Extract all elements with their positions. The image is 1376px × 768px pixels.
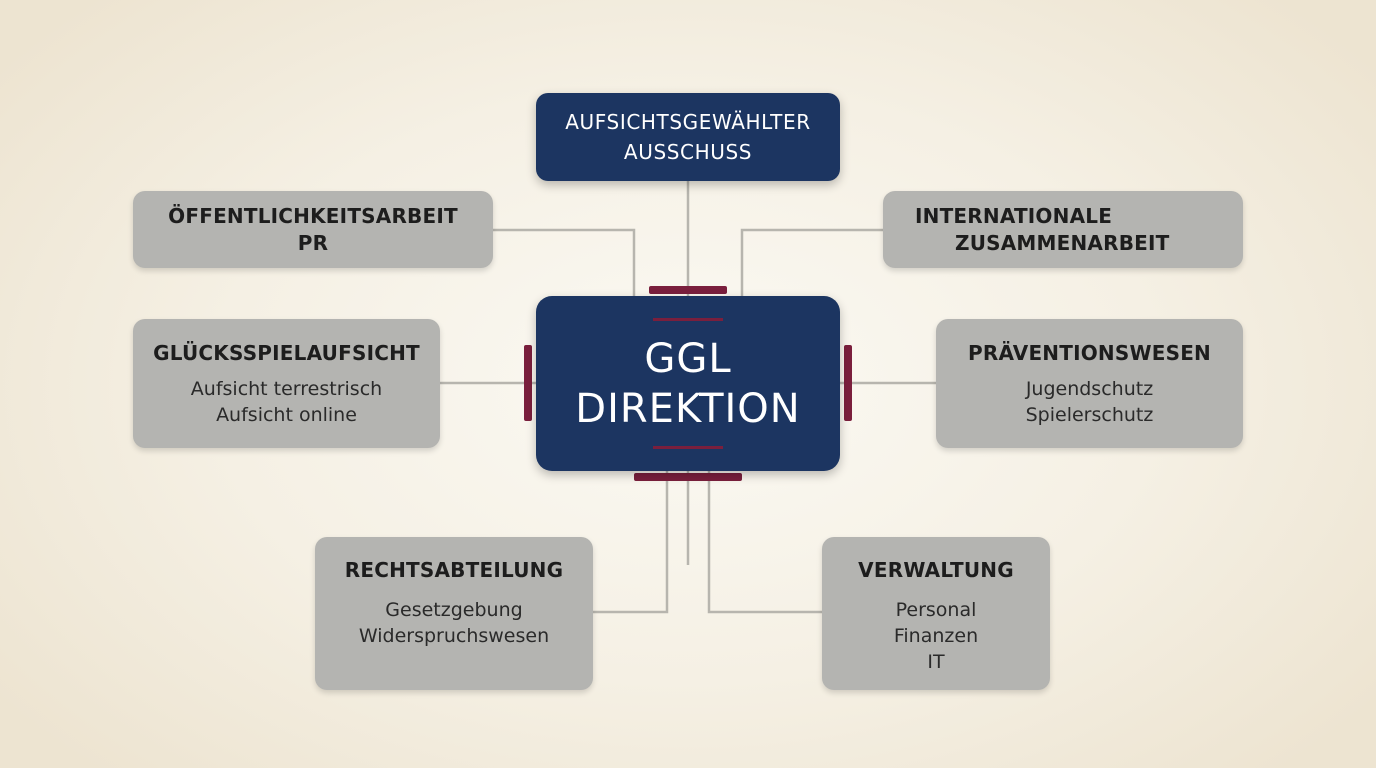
administration-title: VERWALTUNG — [858, 558, 1014, 582]
administration-list: Personal Finanzen IT — [894, 597, 978, 675]
gambling-supervision-title: GLÜCKSSPIELAUFSICHT — [153, 340, 420, 365]
box-ggl-direction: GGL DIREKTION — [536, 296, 840, 471]
box-international-cooperation: INTERNATIONALE ZUSAMMENARBEIT — [883, 191, 1243, 268]
center-title-line2: DIREKTION — [575, 385, 801, 432]
accent-tab-left — [524, 345, 532, 421]
supervisory-committee-title-line1: AUFSICHTSGEWÄHLTER — [565, 110, 811, 134]
administration-item: IT — [927, 651, 945, 673]
center-accent-line-top — [653, 318, 723, 321]
legal-title: RECHTSABTEILUNG — [344, 558, 564, 582]
connector-administration — [707, 471, 822, 614]
accent-tab-top — [649, 286, 727, 294]
legal-item: Widerspruchswesen — [358, 625, 550, 647]
prevention-item: Spielerschutz — [1025, 403, 1154, 426]
accent-tab-right — [844, 345, 852, 421]
box-prevention: PRÄVENTIONSWESEN Jugendschutz Spielersch… — [936, 319, 1243, 448]
international-title-line2: ZUSAMMENARBEIT — [955, 230, 1170, 255]
box-gambling-supervision: GLÜCKSSPIELAUFSICHT Aufsicht terrestrisc… — [133, 319, 440, 448]
prevention-title: PRÄVENTIONSWESEN — [967, 340, 1211, 365]
public-relations-subtitle: PR — [297, 230, 329, 255]
legal-item: Gesetzgebung — [385, 599, 523, 621]
box-administration: VERWALTUNG Personal Finanzen IT — [822, 537, 1050, 690]
connector-public-relations — [493, 228, 636, 296]
accent-tab-bottom — [634, 473, 742, 481]
supervisory-committee-title-line2: AUSSCHUSS — [623, 140, 753, 164]
center-accent-line-bottom — [653, 446, 723, 449]
box-public-relations: ÖFFENTLICHKEITSARBEIT PR — [133, 191, 493, 268]
box-legal-department: RECHTSABTEILUNG Gesetzgebung Widerspruch… — [315, 537, 593, 690]
gambling-supervision-item: Aufsicht online — [216, 403, 357, 426]
administration-item: Personal — [895, 599, 977, 621]
public-relations-title: ÖFFENTLICHKEITSARBEIT — [168, 203, 458, 228]
administration-item: Finanzen — [893, 625, 979, 647]
gambling-supervision-list: Aufsicht terrestrisch Aufsicht online — [191, 376, 382, 428]
legal-list: Gesetzgebung Widerspruchswesen — [359, 597, 549, 649]
prevention-list: Jugendschutz Spielerschutz — [1026, 376, 1154, 428]
box-supervisory-committee: AUFSICHTSGEWÄHLTER AUSSCHUSS — [536, 93, 840, 181]
connector-international — [740, 228, 883, 296]
center-title-line1: GGL — [644, 335, 732, 382]
gambling-supervision-item: Aufsicht terrestrisch — [190, 377, 383, 400]
connector-legal — [593, 471, 669, 614]
prevention-item: Jugendschutz — [1025, 377, 1154, 400]
international-title-line1: INTERNATIONALE — [915, 203, 1113, 228]
